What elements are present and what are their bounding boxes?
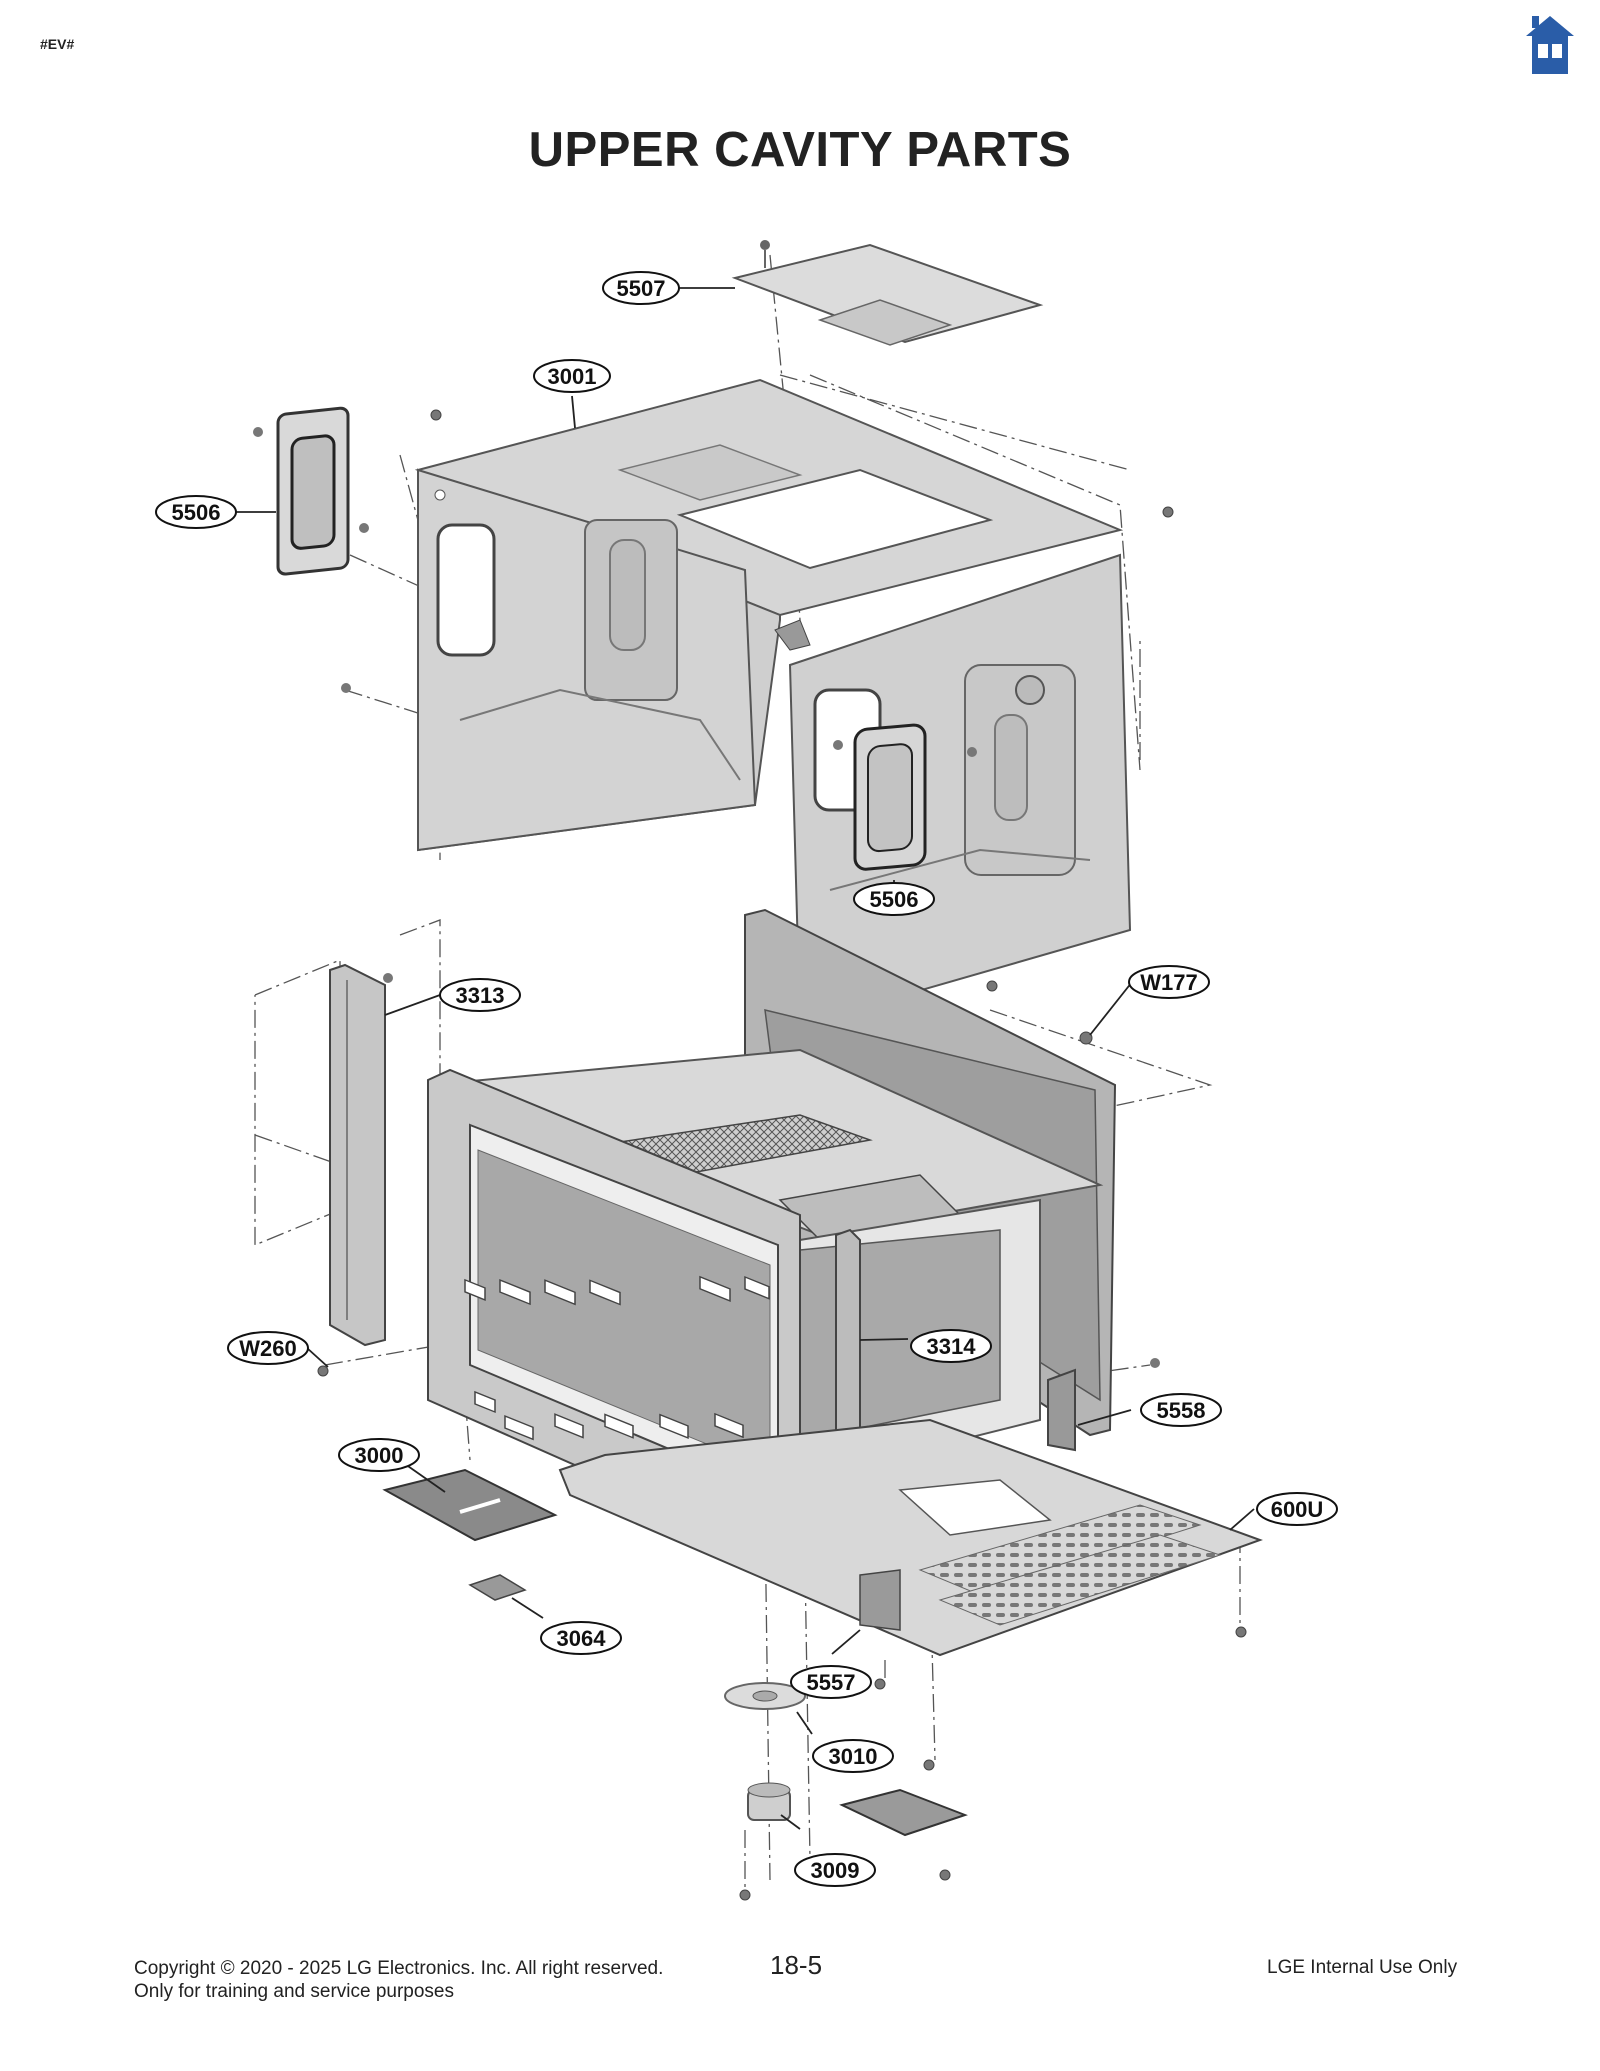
bottom-plate-600U — [558, 1418, 1263, 1657]
cover-plate — [839, 1788, 968, 1837]
svg-text:5558: 5558 — [1157, 1398, 1206, 1423]
svg-text:3001: 3001 — [548, 364, 597, 389]
page-title: UPPER CAVITY PARTS — [528, 123, 1072, 177]
purpose-text: Only for training and service purposes — [134, 1981, 454, 2002]
svg-text:5507: 5507 — [617, 276, 666, 301]
front-frame — [427, 1068, 801, 1557]
callout-3000: 3000 — [338, 1438, 420, 1472]
top-cover-5507 — [731, 240, 1044, 346]
callout-5558: 5558 — [1140, 1393, 1222, 1427]
svg-text:3314: 3314 — [927, 1334, 977, 1359]
svg-text:5557: 5557 — [807, 1670, 856, 1695]
plate-3064 — [468, 1574, 527, 1601]
footer-copyright: Copyright © 2020 - 2025 LG Electronics. … — [134, 1957, 663, 2003]
callout-3313: 3313 — [439, 978, 521, 1012]
callout-3010: 3010 — [812, 1739, 894, 1773]
svg-text:W260: W260 — [239, 1336, 296, 1361]
svg-text:3000: 3000 — [355, 1443, 404, 1468]
callout-leaders — [236, 287, 1255, 1830]
callout-3001: 3001 — [533, 359, 611, 393]
gasket-5506-right — [833, 723, 977, 871]
svg-text:5506: 5506 — [870, 887, 919, 912]
motor-3009 — [747, 1782, 791, 1821]
plate-3000 — [382, 1468, 558, 1542]
svg-text:5506: 5506 — [172, 500, 221, 525]
callout-5557: 5557 — [790, 1665, 872, 1699]
gasket-5506-left — [253, 406, 369, 693]
classification-label: LGE Internal Use Only — [1267, 1957, 1458, 1978]
callouts: 5507 3001 5506 5506 W177 3313 W260 3314 … — [155, 271, 1338, 1887]
page-number: 18-5 — [770, 1950, 823, 1980]
callout-W177: W177 — [1128, 965, 1210, 999]
svg-text:W177: W177 — [1140, 970, 1197, 995]
callout-3064: 3064 — [540, 1621, 622, 1655]
home-icon[interactable] — [1524, 14, 1576, 76]
turntable-3010 — [724, 1682, 806, 1710]
callout-5507: 5507 — [602, 271, 680, 305]
svg-text:3009: 3009 — [811, 1858, 860, 1883]
document-tag: #EV# — [40, 36, 75, 52]
side-strip-3313 — [329, 963, 393, 1347]
callout-3009: 3009 — [794, 1853, 876, 1887]
callout-3314: 3314 — [910, 1329, 992, 1363]
callout-W260: W260 — [227, 1331, 309, 1365]
svg-text:3313: 3313 — [456, 983, 505, 1008]
svg-text:3010: 3010 — [829, 1744, 878, 1769]
copyright-text: Copyright © 2020 - 2025 LG Electronics. … — [134, 1958, 664, 1979]
callout-600U: 600U — [1256, 1492, 1338, 1526]
bracket-5558 — [1047, 1358, 1160, 1452]
screws — [317, 409, 1247, 1901]
svg-text:3064: 3064 — [557, 1626, 607, 1651]
upper-wrapper-3001 — [414, 378, 1124, 852]
svg-text:600U: 600U — [1271, 1497, 1324, 1522]
callout-5506-left: 5506 — [155, 495, 237, 529]
callout-5506-right: 5506 — [853, 882, 935, 916]
